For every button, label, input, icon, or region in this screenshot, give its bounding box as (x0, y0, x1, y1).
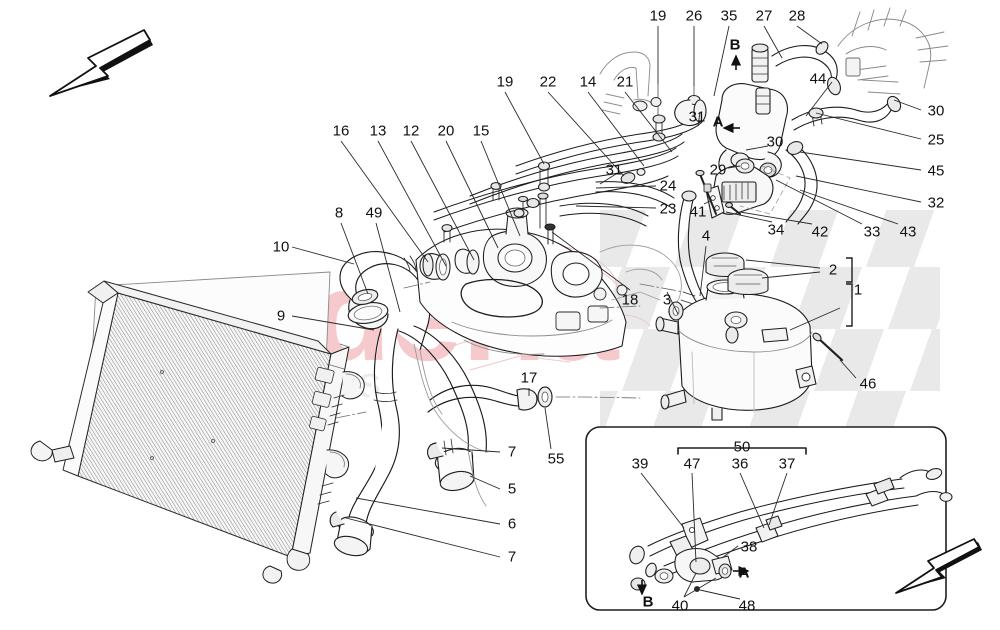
callout-main-20: 20 (437, 122, 455, 140)
callout-main-29: 29 (709, 161, 727, 179)
callout-main-19: 19 (649, 7, 667, 25)
callout-main-1: 1 (853, 281, 863, 299)
callout-main-27: 27 (755, 7, 773, 25)
callout-inset-B-inset: B (642, 593, 654, 611)
callout-main-45: 45 (927, 162, 945, 180)
callout-main-34: 34 (767, 221, 785, 239)
callout-main-43: 43 (899, 223, 917, 241)
callout-main-7a: 7 (507, 443, 517, 461)
callout-main-2: 2 (828, 261, 838, 279)
callout-main-33: 33 (863, 223, 881, 241)
callout-inset-48: 48 (738, 597, 756, 615)
callout-main-13: 13 (369, 122, 387, 140)
orientation-arrow-shape (49, 29, 982, 594)
callout-main-31b: 31 (605, 161, 623, 179)
callout-main-17: 17 (520, 369, 538, 387)
callout-main-16: 16 (332, 122, 350, 140)
callout-main-8: 8 (334, 204, 344, 222)
callout-inset-37: 37 (778, 455, 796, 473)
callout-main-A-top: A (712, 113, 724, 131)
callout-main-21: 21 (616, 73, 634, 91)
callout-main-10: 10 (272, 238, 290, 256)
callout-main-9: 9 (276, 307, 286, 325)
callout-inset-47: 47 (683, 455, 701, 473)
callout-main-41: 41 (689, 203, 707, 221)
callout-inset-40: 40 (671, 597, 689, 615)
callout-main-18: 18 (621, 291, 639, 309)
callout-inset-39: 39 (631, 455, 649, 473)
callout-main-5: 5 (507, 480, 517, 498)
callout-main-49: 49 (365, 204, 383, 222)
callout-main-28: 28 (788, 7, 806, 25)
callout-main-30b: 30 (766, 133, 784, 151)
callout-main-12: 12 (402, 122, 420, 140)
callout-main-14: 14 (579, 73, 597, 91)
callout-inset-A-inset: A (738, 564, 750, 582)
callout-main-44: 44 (809, 70, 827, 88)
callout-main-6: 6 (507, 515, 517, 533)
callout-main-25: 25 (927, 131, 945, 149)
callout-main-55: 55 (547, 450, 565, 468)
callout-main-4: 4 (701, 227, 711, 245)
callout-main-22: 22 (539, 73, 557, 91)
callout-main-31a: 31 (688, 108, 706, 126)
callout-main-23: 23 (659, 200, 677, 218)
callout-main-B-top: B (729, 36, 741, 54)
callout-inset-50: 50 (733, 438, 751, 456)
callout-main-35: 35 (720, 7, 738, 25)
callout-main-32: 32 (927, 194, 945, 212)
callout-main-42: 42 (811, 223, 829, 241)
callout-main-15: 15 (472, 122, 490, 140)
callout-main-19b: 19 (496, 73, 514, 91)
callout-main-46: 46 (859, 375, 877, 393)
callout-main-30a: 30 (927, 102, 945, 120)
callout-main-24: 24 (659, 177, 677, 195)
callout-main-26: 26 (685, 7, 703, 25)
callout-main-3: 3 (662, 291, 672, 309)
callout-inset-36: 36 (731, 455, 749, 473)
callout-main-7b: 7 (507, 548, 517, 566)
callout-inset-38: 38 (740, 538, 758, 556)
